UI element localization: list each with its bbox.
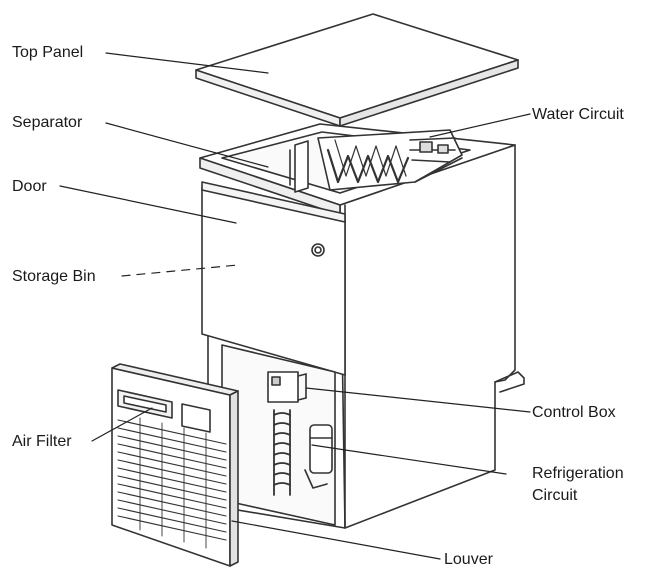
louver-drawing: [111, 363, 239, 567]
label-louver: Louver: [444, 551, 493, 568]
label-water-circuit: Water Circuit: [532, 106, 624, 123]
lower-compartment-drawing: [221, 344, 336, 526]
label-top-panel: Top Panel: [12, 44, 84, 61]
leader-lines: [59, 52, 531, 560]
label-control-box: Control Box: [532, 404, 616, 421]
label-refrigeration-line2: Circuit: [532, 487, 578, 504]
label-refrigeration-circuit: Refrigeration Circuit: [532, 463, 624, 507]
label-storage-bin: Storage Bin: [12, 268, 96, 285]
label-refrigeration-line1: Refrigeration: [532, 465, 624, 482]
top-panel-drawing: [195, 13, 519, 127]
label-air-filter: Air Filter: [12, 433, 72, 450]
door-drawing: [201, 181, 346, 376]
water-circuit-drawing: [317, 129, 463, 191]
label-door: Door: [12, 178, 47, 195]
label-separator: Separator: [12, 114, 83, 131]
